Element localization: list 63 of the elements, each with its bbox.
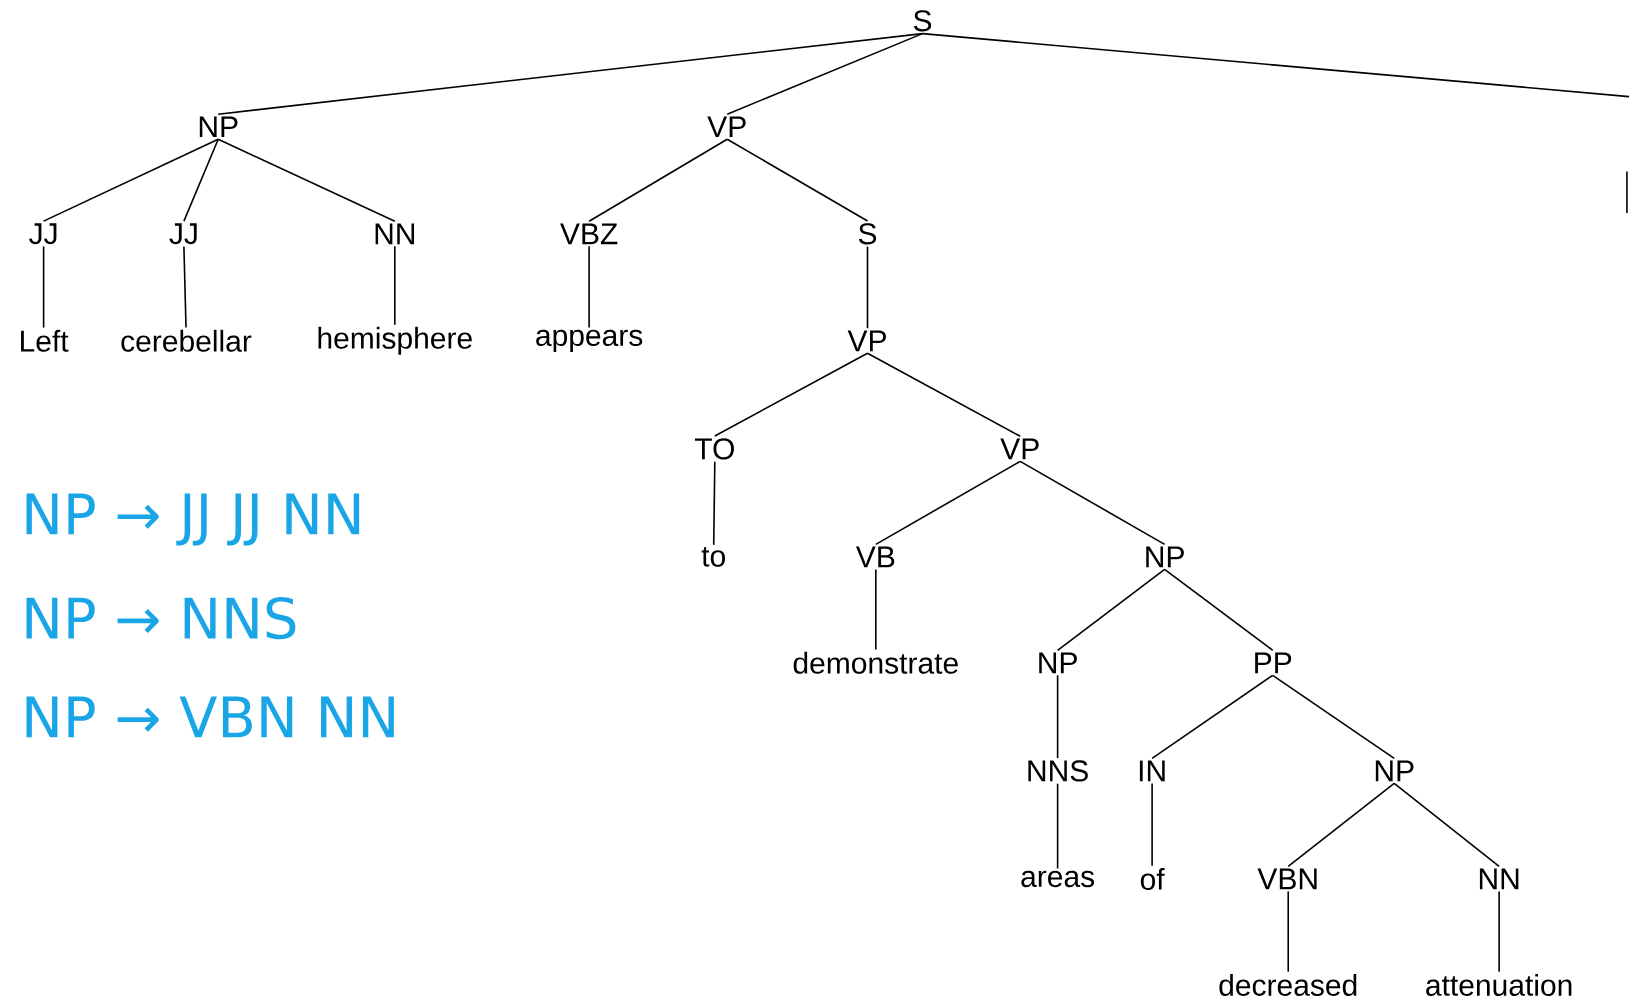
tree-label: areas [1021, 870, 1095, 888]
handwritten-rule: NP → NNS [26, 596, 296, 640]
tree-label: of [1140, 867, 1165, 890]
tree-branch [1287, 782, 1395, 868]
tree-label: JJ [29, 223, 57, 245]
tree-branch [588, 138, 728, 223]
tree-branch [1498, 890, 1500, 973]
tree-label: to [701, 547, 725, 567]
tree-branch [1151, 782, 1153, 867]
tree-branch [1056, 782, 1059, 870]
tree-label: cerebellar [121, 329, 252, 352]
tree-branch [714, 352, 869, 437]
handwritten-rule: NP → VBN NN [26, 696, 394, 738]
tree-label: TO [694, 438, 734, 460]
tree-label: VBN [1257, 868, 1317, 890]
tree-label: hemisphere [318, 326, 472, 355]
tree-label: Left [21, 329, 69, 352]
tree-branch [1163, 568, 1274, 652]
tree-branch [217, 32, 924, 115]
tree-label: NN [375, 223, 415, 245]
tree-branch [726, 32, 924, 115]
tree-branch [866, 245, 869, 330]
tree-label: appears [536, 329, 643, 352]
tree-branch [183, 245, 187, 329]
tree-branch [1056, 568, 1166, 652]
tree-label: NP [1039, 652, 1077, 674]
tree-label: demonstrate [793, 651, 958, 674]
tree-branch [1151, 674, 1274, 760]
tree-branch [875, 568, 877, 651]
tree-label: NNS [1028, 760, 1088, 782]
tree-label: NN [1479, 868, 1519, 890]
tree-branch [42, 245, 45, 329]
tree-branch [726, 138, 869, 222]
tree-label: VP [1000, 438, 1039, 460]
tree-branch [712, 460, 716, 546]
tree-label: S [913, 10, 932, 32]
tree-branch [183, 138, 219, 222]
tree-branch [217, 138, 396, 223]
tree-label: NP [1375, 760, 1414, 782]
tree-branch [1287, 890, 1289, 973]
tree-label: PP [1255, 652, 1292, 674]
tree-label: VBZ [560, 223, 618, 245]
tree-label: NP [1146, 546, 1184, 568]
tree-branch [866, 352, 1021, 438]
tree-branch [875, 460, 1021, 546]
tree-label: VP [847, 330, 886, 352]
tree-label: NP [199, 116, 238, 137]
handwritten-rule: NP → JJ JJ NN [26, 493, 360, 546]
tree-branch [588, 245, 590, 329]
tree-branch [42, 138, 219, 222]
tree-label: S [858, 223, 877, 245]
tree-branch [394, 245, 396, 326]
tree-branch [1019, 460, 1166, 546]
tree-branch [1271, 674, 1395, 760]
tree-branch [1393, 782, 1500, 868]
tree-branch [1056, 674, 1059, 759]
tree-branch [921, 32, 1629, 98]
tree-label: JJ [169, 223, 197, 245]
tree-label: decreased [1219, 973, 1357, 996]
tree-label: IN [1139, 760, 1165, 782]
tree-label: VB [855, 546, 895, 568]
tree-label: attenuation [1426, 973, 1572, 996]
tree-label: VP [707, 116, 746, 137]
